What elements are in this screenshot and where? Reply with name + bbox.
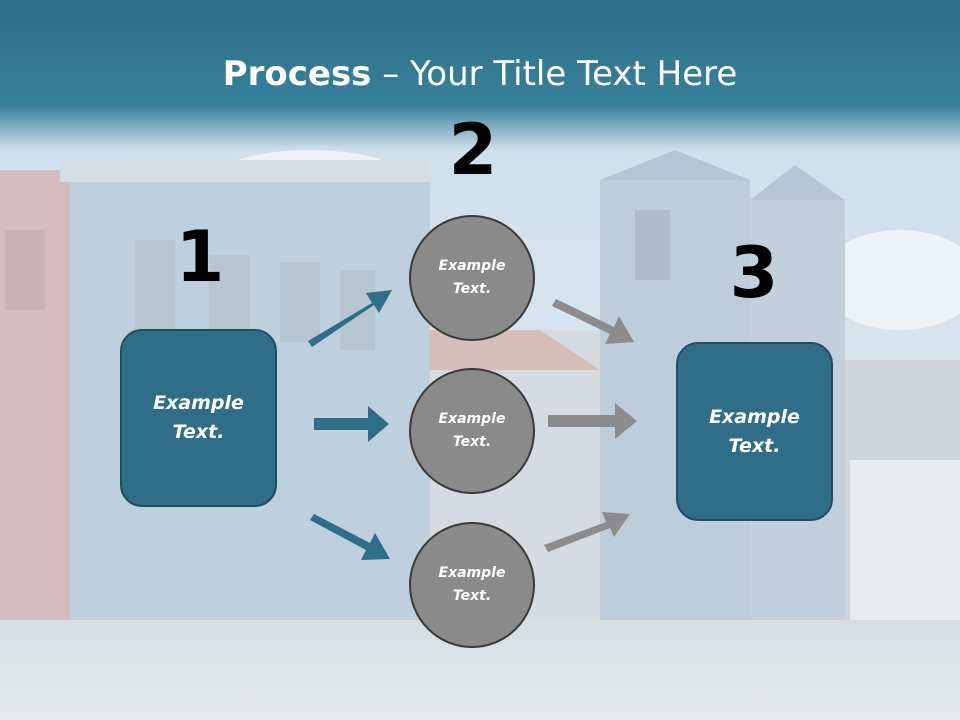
step-box-3-label: Example Text. bbox=[709, 405, 800, 457]
step-box-1: Example Text. bbox=[120, 329, 277, 507]
page-title: Process – Your Title Text Here bbox=[0, 52, 960, 96]
step-box-1-label: Example Text. bbox=[153, 392, 244, 443]
circle-bottom: Example Text. bbox=[409, 522, 535, 648]
circle-middle-label: Example Text. bbox=[438, 411, 506, 450]
circle-top-label: Example Text. bbox=[438, 258, 506, 297]
step-number-1: 1 bbox=[175, 216, 225, 298]
arrow-from-circle-middle bbox=[548, 403, 637, 439]
arrow-from-circle-bottom bbox=[544, 512, 630, 552]
arrow-to-circle-middle bbox=[314, 406, 389, 442]
circle-bottom-label: Example Text. bbox=[438, 565, 506, 604]
circle-middle: Example Text. bbox=[409, 368, 535, 494]
step-box-3: Example Text. bbox=[676, 342, 833, 521]
step-number-3: 3 bbox=[729, 232, 779, 314]
arrow-to-circle-top bbox=[308, 290, 392, 347]
title-bold: Process bbox=[222, 54, 372, 94]
arrow-from-circle-top bbox=[552, 299, 634, 344]
step-number-2: 2 bbox=[448, 109, 498, 191]
title-rest: – Your Title Text Here bbox=[371, 54, 738, 94]
circle-top: Example Text. bbox=[409, 215, 535, 341]
title-bar bbox=[0, 0, 960, 150]
arrow-to-circle-bottom bbox=[310, 514, 390, 560]
